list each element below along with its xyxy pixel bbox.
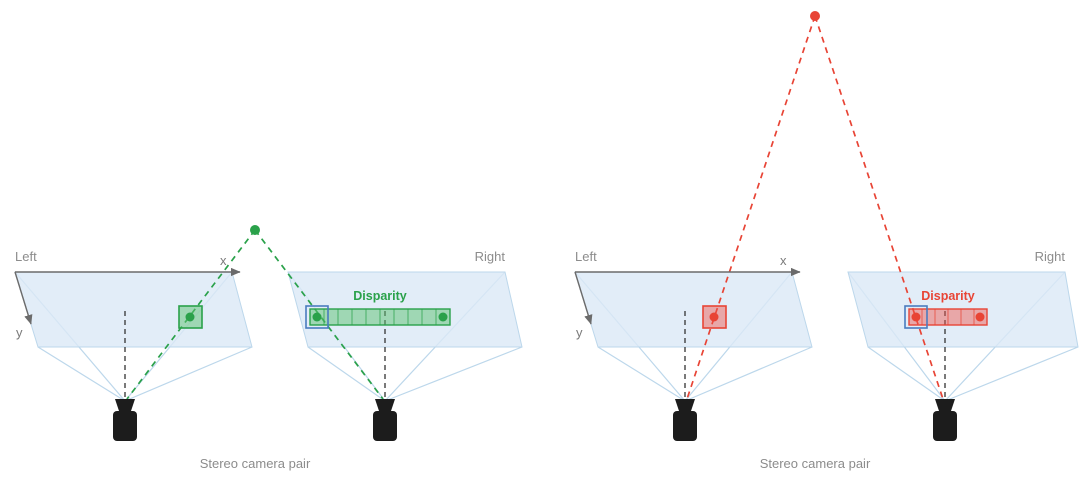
left-image-point: [709, 312, 719, 322]
right-image-match-box: [904, 305, 928, 329]
left-image-label: Left: [575, 249, 597, 264]
left-image-plane: [14, 271, 253, 348]
x-axis-label: x: [220, 253, 227, 268]
y-axis-label: y: [576, 325, 583, 340]
projection-ray-to-left-camera: [126, 229, 256, 400]
left-camera-icon: [673, 399, 697, 441]
y-axis-arrow: [574, 271, 593, 325]
projection-ray-to-left-camera: [686, 15, 816, 400]
disparity-range-end-point: [438, 312, 448, 322]
right-image-label: Right: [1035, 249, 1066, 264]
disparity-range-end-point: [975, 312, 985, 322]
left-image-plane: [574, 271, 813, 348]
x-axis-label: x: [780, 253, 787, 268]
right-image-match-box: [305, 305, 329, 329]
left-image-point: [185, 312, 195, 322]
scene-point: [810, 11, 820, 21]
right-image-match-point: [312, 312, 322, 322]
projection-ray-to-right-camera: [814, 15, 944, 400]
disparity-band-ticks: [921, 309, 975, 325]
y-axis-arrow: [14, 271, 33, 325]
scene-point: [250, 225, 260, 235]
disparity-label: Disparity: [921, 289, 975, 303]
stereo-panel-near-object: Left Right x y Disparity Stereo camera p…: [14, 225, 523, 471]
panel-caption: Stereo camera pair: [200, 456, 311, 471]
right-camera-icon: [373, 399, 397, 441]
right-image-label: Right: [475, 249, 506, 264]
projection-ray-to-right-camera: [254, 229, 384, 400]
left-camera-icon: [113, 399, 137, 441]
right-camera-icon: [933, 399, 957, 441]
left-image-label: Left: [15, 249, 37, 264]
stereo-panel-far-object: Left Right x y Disparity Stereo camera p…: [574, 11, 1079, 471]
disparity-label: Disparity: [353, 289, 407, 303]
right-image-match-point: [911, 312, 921, 322]
y-axis-label: y: [16, 325, 23, 340]
disparity-band-ticks: [323, 309, 437, 325]
panel-caption: Stereo camera pair: [760, 456, 871, 471]
